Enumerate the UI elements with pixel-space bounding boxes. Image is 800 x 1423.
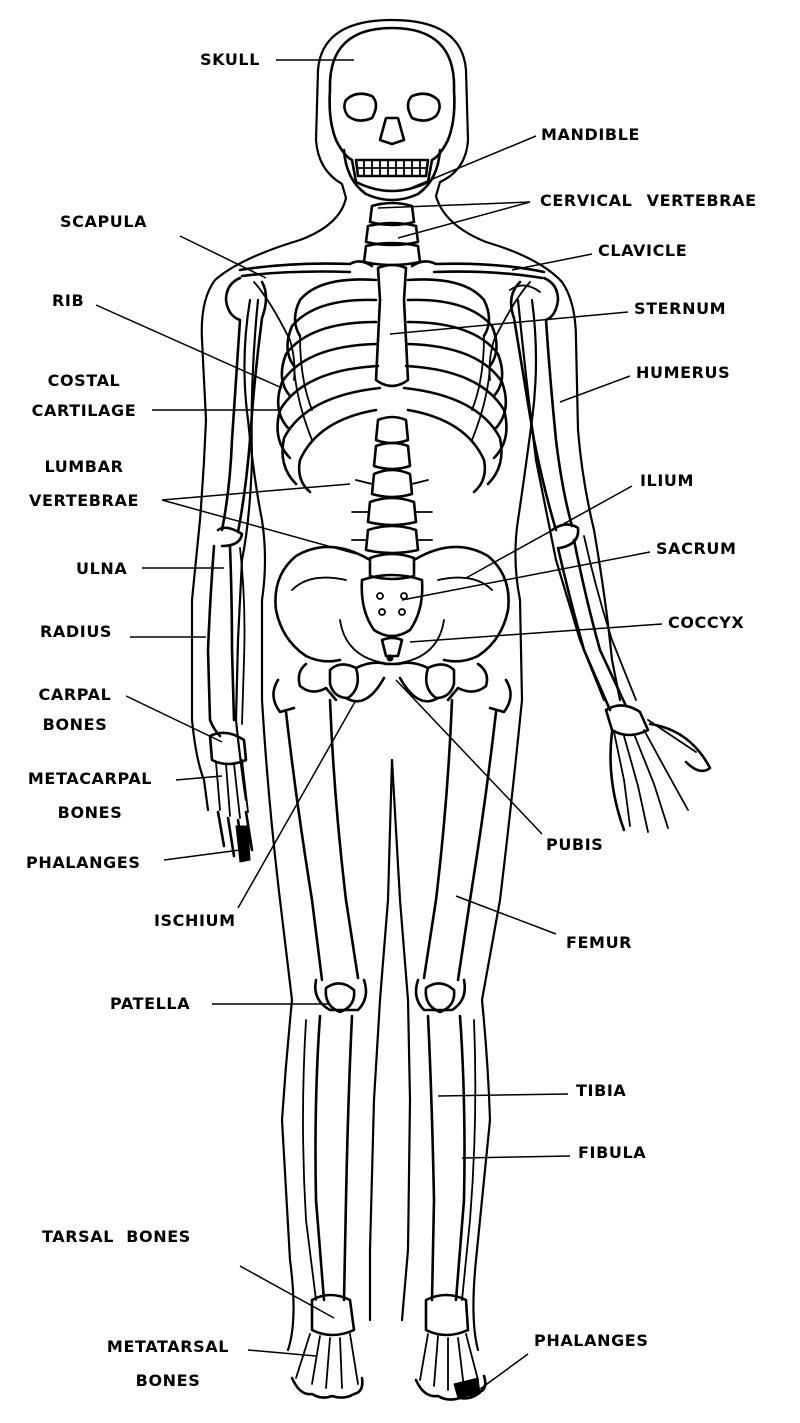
label-metacarpal-bones-1: METACARPAL <box>27 769 153 788</box>
leader-metacarpal <box>175 775 223 781</box>
label-fibula: FIBULA <box>578 1143 647 1162</box>
shoulder-girdle-drawing <box>238 260 546 381</box>
leader-ischium <box>237 699 357 909</box>
label-clavicle: CLAVICLE <box>598 241 688 260</box>
label-phalanges-hand: PHALANGES <box>26 853 141 872</box>
leader-ilium <box>465 485 633 579</box>
label-mandible: MANDIBLE <box>541 125 641 144</box>
leader-lumbar-b <box>161 499 365 557</box>
label-ischium: ISCHIUM <box>154 911 236 930</box>
label-radius: RADIUS <box>40 622 113 641</box>
label-cervical-vertebrae: CERVICAL VERTEBRAE <box>540 191 757 210</box>
leader-clavicle <box>511 253 593 271</box>
label-carpal-bones-2: BONES <box>42 715 108 734</box>
leader-cervical-b <box>397 201 531 239</box>
legs-drawing <box>272 662 512 1401</box>
leader-cervical-a <box>377 201 531 209</box>
label-tibia: TIBIA <box>576 1081 627 1100</box>
label-metatarsal-bones-2: BONES <box>135 1371 201 1390</box>
label-phalanges-foot: PHALANGES <box>534 1331 649 1350</box>
label-scapula: SCAPULA <box>60 212 148 231</box>
body-outline <box>190 18 622 1352</box>
label-rib: RIB <box>52 291 85 310</box>
label-coccyx: COCCYX <box>668 613 745 632</box>
spine-drawing <box>351 415 433 581</box>
leader-carpal <box>125 695 223 743</box>
leader-phalanges-foot <box>475 1353 529 1393</box>
leader-tibia <box>437 1093 569 1097</box>
skull-drawing <box>328 26 456 202</box>
leader-sternum <box>389 311 629 335</box>
label-lumbar-vertebrae-2: VERTEBRAE <box>29 491 139 510</box>
label-ulna: ULNA <box>76 559 128 578</box>
label-ilium: ILIUM <box>640 471 695 490</box>
leader-femur <box>455 895 557 935</box>
leader-sacrum <box>401 551 651 601</box>
leader-tarsal <box>239 1265 335 1319</box>
leader-metatarsal <box>247 1349 317 1357</box>
leader-scapula <box>179 235 267 279</box>
label-pubis: PUBIS <box>546 835 604 854</box>
rib-cage-drawing <box>276 263 508 494</box>
leader-rib <box>95 304 283 389</box>
leader-phalanges-hand <box>163 849 241 861</box>
label-femur: FEMUR <box>566 933 633 952</box>
leader-fibula <box>461 1155 571 1159</box>
label-sternum: STERNUM <box>634 299 727 318</box>
leader-coccyx <box>409 623 663 643</box>
label-metatarsal-bones-1: METATARSAL <box>106 1337 230 1356</box>
label-costal-cartilage-2: CARTILAGE <box>31 401 137 420</box>
label-metacarpal-bones-2: BONES <box>57 803 123 822</box>
leader-mandible <box>405 135 537 191</box>
label-sacrum: SACRUM <box>656 539 737 558</box>
label-humerus: HUMERUS <box>636 363 731 382</box>
label-lumbar-vertebrae-1: LUMBAR <box>44 457 124 476</box>
left-arm-drawing <box>206 276 268 863</box>
label-patella: PATELLA <box>110 994 191 1013</box>
leader-humerus <box>559 375 631 403</box>
label-costal-cartilage-1: COSTAL <box>47 371 121 390</box>
right-arm-drawing <box>509 276 712 833</box>
leader-lumbar-a <box>161 483 351 501</box>
label-tarsal-bones: TARSAL BONES <box>42 1227 191 1246</box>
leader-lines <box>95 59 663 1393</box>
pelvis-drawing <box>274 545 510 703</box>
label-carpal-bones-1: CARPAL <box>38 685 112 704</box>
leader-pubis <box>395 679 543 835</box>
label-skull: SKULL <box>200 50 261 69</box>
